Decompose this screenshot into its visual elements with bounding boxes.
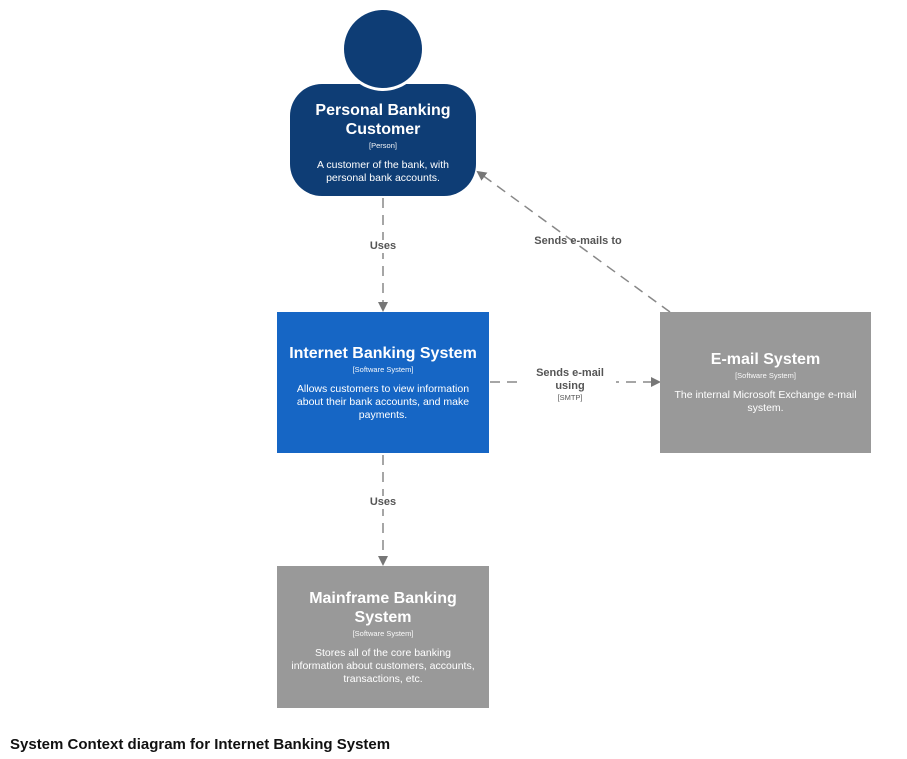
relationship-text: Uses [369,240,397,252]
relationship-text: Uses [369,496,397,508]
relationship-technology: [SMTP] [557,393,583,402]
relationship-label-uses-mainframe: Uses [362,496,404,509]
internet-banking-kind: [Software System] [352,364,414,374]
internet-banking-name: Internet Banking System [289,344,477,362]
mainframe-description: Stores all of the core banking informati… [291,646,475,685]
person-kind: [Person] [369,141,397,150]
email-system-name: E-mail System [710,351,821,368]
system-internet-banking: Internet Banking System [Software System… [277,312,489,453]
person-description: A customer of the bank, with personal ba… [317,159,449,184]
relationship-text: Sends e-mails to [534,235,622,247]
person-personal-banking-customer: Personal Banking Customer [Person] A cus… [290,84,476,196]
arrow-email-to-person [476,170,671,313]
diagram-caption: System Context diagram for Internet Bank… [10,736,391,753]
relationship-label-uses-internet-banking: Uses [362,240,404,253]
person-head-icon [341,7,425,91]
relationship-label-sends-emails: Sends e-mails to [522,235,634,248]
person-name: Personal Banking Customer [315,102,451,138]
mainframe-name: Mainframe Banking System [309,589,457,626]
email-system-kind: [Software System] [735,371,796,380]
system-email: E-mail System [Software System] The inte… [660,312,871,453]
internet-banking-description: Allows customers to view information abo… [296,382,470,421]
relationship-text: Sends e-mail using [536,367,604,392]
mainframe-kind: [Software System] [352,628,414,638]
email-system-description: The internal Microsoft Exchange e-mail s… [674,389,857,414]
relationship-label-sends-email-using: Sends e-mail using [SMTP] [524,367,616,403]
system-mainframe-banking: Mainframe Banking System [Software Syste… [277,566,489,708]
